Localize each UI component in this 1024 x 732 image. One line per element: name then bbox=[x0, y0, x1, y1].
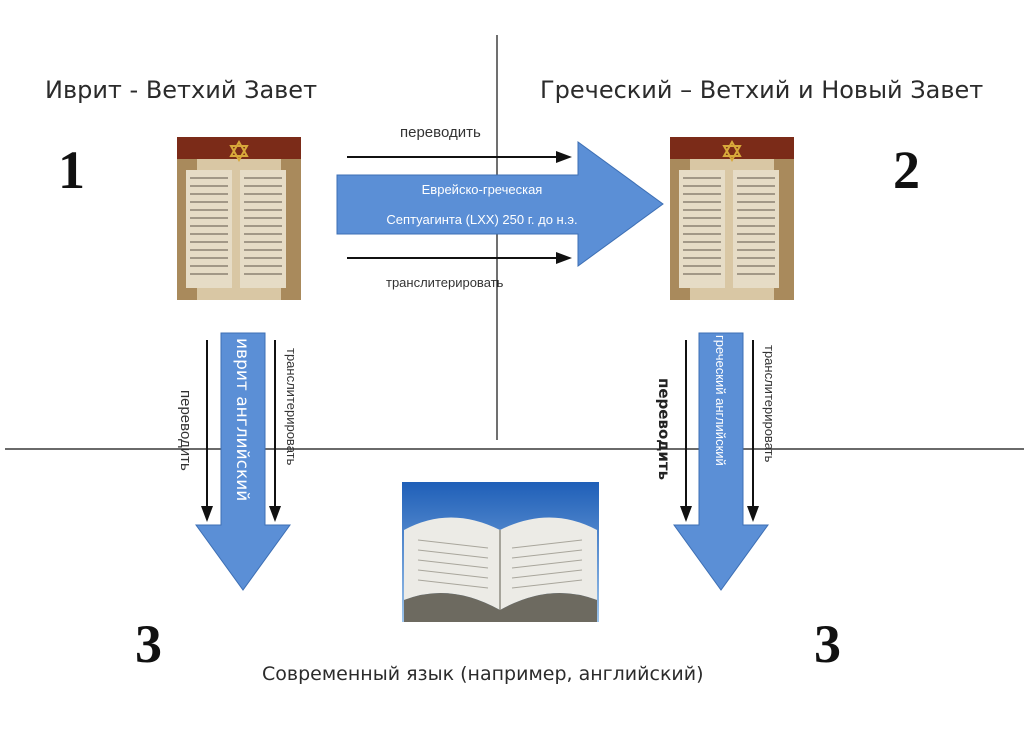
open-bible-image bbox=[402, 482, 599, 622]
left-translate-arrow-head bbox=[201, 506, 213, 522]
transliterate-label-top: транслитерировать bbox=[386, 275, 504, 290]
septuagint-label-line1: Еврейско-греческая bbox=[421, 182, 543, 197]
left-transliterate-label: транслитерировать bbox=[284, 348, 299, 466]
hebrew-scroll-image bbox=[177, 137, 301, 300]
number-2: 2 bbox=[893, 140, 920, 200]
greek-english-label: греческий английский bbox=[713, 335, 728, 466]
septuagint-label-line2: Септуагинта (LXX) 250 г. до н.э. bbox=[386, 212, 578, 227]
transliterate-arrow-head bbox=[556, 252, 572, 264]
hebrew-english-arrow bbox=[195, 332, 291, 591]
greek-english-arrow bbox=[673, 332, 769, 591]
number-3-left: 3 bbox=[135, 614, 162, 674]
right-translate-label: переводить bbox=[655, 378, 673, 481]
hebrew-old-testament-title: Иврит - Ветхий Завет bbox=[45, 76, 318, 104]
star-of-david-icon bbox=[229, 139, 249, 163]
left-transliterate-arrow-head bbox=[269, 506, 281, 522]
greek-scroll-image bbox=[670, 137, 794, 300]
number-3-right: 3 bbox=[814, 614, 841, 674]
greek-testaments-title: Греческий – Ветхий и Новый Завет bbox=[540, 76, 984, 104]
right-transliterate-label: транслитерировать bbox=[762, 345, 777, 463]
star-of-david-icon bbox=[722, 139, 742, 163]
number-1: 1 bbox=[58, 140, 85, 200]
right-transliterate-arrow-head bbox=[747, 506, 759, 522]
right-translate-arrow-head bbox=[680, 506, 692, 522]
septuagint-arrow bbox=[336, 141, 664, 267]
translate-arrow-head bbox=[556, 151, 572, 163]
translate-label-top: переводить bbox=[400, 124, 481, 141]
left-translate-label: переводить bbox=[177, 390, 194, 471]
hebrew-english-label: иврит английский bbox=[232, 338, 252, 502]
modern-language-caption: Современный язык (например, английский) bbox=[262, 663, 704, 685]
